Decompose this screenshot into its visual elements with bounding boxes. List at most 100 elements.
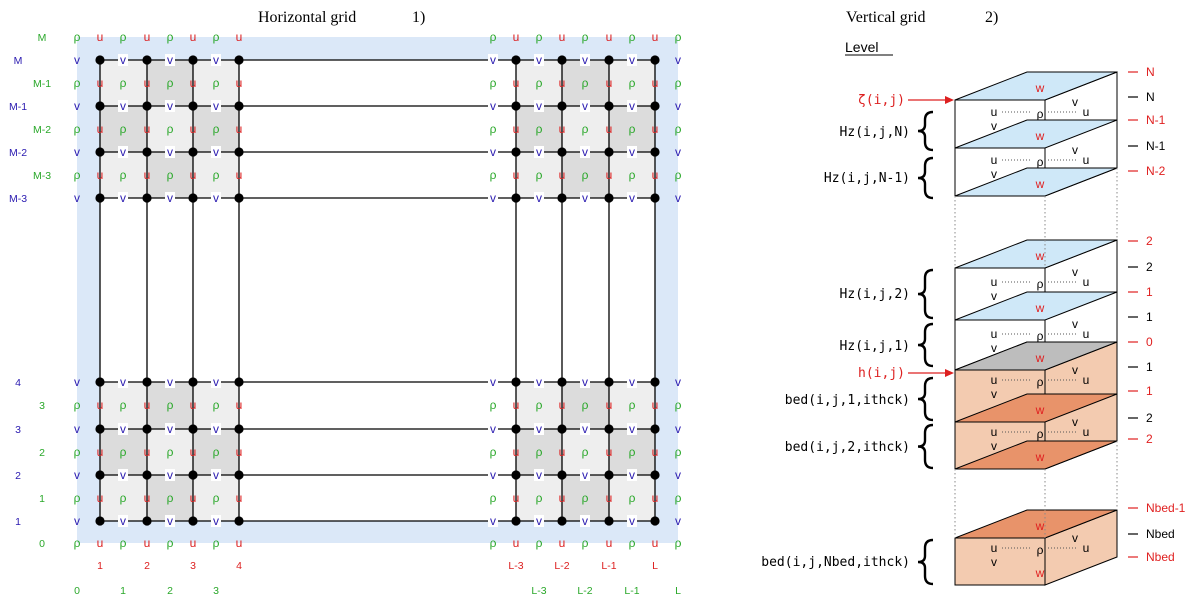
v-point: v [536,191,542,205]
grid-cell [516,382,562,429]
label-background [211,376,221,388]
level-label: 0 [1146,335,1153,349]
u-point: u [144,491,151,505]
label-background [211,100,221,112]
rho-point: ρ [629,491,636,505]
u-point: u [513,122,520,136]
row-index-label: 3 [15,424,21,436]
u-point: u [236,122,243,136]
label-background [118,423,128,435]
rho-point: ρ [675,398,682,412]
rho-point: ρ [582,76,589,90]
level-label: Nbed-1 [1146,501,1186,515]
v-point: v [582,145,588,159]
grid-node [650,470,660,480]
row-index-label: M-2 [9,147,27,159]
rho-point: ρ [120,536,127,550]
grid-node [511,147,521,157]
u-point: u [1083,373,1090,387]
row-index-label: 4 [15,377,21,389]
u-point: u [1083,541,1090,555]
rho-point: ρ [490,536,497,550]
rho-point: ρ [167,122,174,136]
label-background [165,54,175,66]
column-index-label: 4 [236,560,242,572]
horizontal-grid-title: Horizontal grid [258,9,356,26]
u-point: u [606,122,613,136]
column-index-label: 1 [97,560,103,572]
v-point: v [582,99,588,113]
grid-cell [562,475,609,521]
shaded-grid-cells [100,60,655,521]
rho-point: ρ [536,536,543,550]
grid-cell [147,152,193,198]
label-background [488,423,498,435]
grid-node [188,470,198,480]
layer-brace [917,376,934,422]
label-background [580,54,590,66]
grid-cell [609,106,655,152]
grid-node [142,470,152,480]
level-heading: Level [845,39,878,55]
u-point: u [144,168,151,182]
rho-point: ρ [490,122,497,136]
grid-node [511,377,521,387]
grid-node [234,470,244,480]
label-background [488,469,498,481]
v-point: v [120,191,126,205]
row-index-label: M-2 [33,124,51,136]
grid-cell [147,106,193,152]
v-point: v [120,468,126,482]
grid-node [95,470,105,480]
u-point: u [97,398,104,412]
bed-layer-front-face [954,537,1046,586]
grid-node [95,193,105,203]
v-point: v [167,53,173,67]
grid-node [95,424,105,434]
grid-lines [95,55,660,526]
u-point: u [1083,105,1090,119]
rho-point: ρ [213,76,220,90]
v-point: v [74,191,80,205]
w-point: w [1035,450,1045,464]
v-point: v [1072,265,1078,279]
grid-node [511,55,521,65]
grid-node [557,147,567,157]
u-point: u [559,398,566,412]
v-point: v [490,422,496,436]
label-background [118,54,128,66]
v-point: v [213,191,219,205]
label-background [534,469,544,481]
grid-cell [516,429,562,475]
v-point: v [536,514,542,528]
v-point: v [74,514,80,528]
rho-point: ρ [167,398,174,412]
column-index-label: L [675,585,681,597]
u-point: u [236,445,243,459]
column-index-label: 2 [167,585,173,597]
u-point: u [606,491,613,505]
free-surface-label: ζ(i,j) [858,93,905,108]
u-point: u [190,30,197,44]
grid-cell [609,475,655,521]
u-point: u [190,445,197,459]
u-point: u [236,30,243,44]
rho-point: ρ [167,30,174,44]
grid-node [234,55,244,65]
u-point: u [97,536,104,550]
horizontal-grid-number: 1) [412,9,425,26]
v-point: v [120,422,126,436]
bed-level-plane [954,393,1118,423]
u-point: u [652,122,659,136]
label-background [627,192,637,204]
rho-point: ρ [490,76,497,90]
w-point: w [1035,129,1045,143]
u-point: u [236,491,243,505]
grid-node [650,424,660,434]
grid-cell [562,429,609,475]
u-point: u [1083,327,1090,341]
label-background [118,469,128,481]
grid-node [95,147,105,157]
v-point: v [582,191,588,205]
